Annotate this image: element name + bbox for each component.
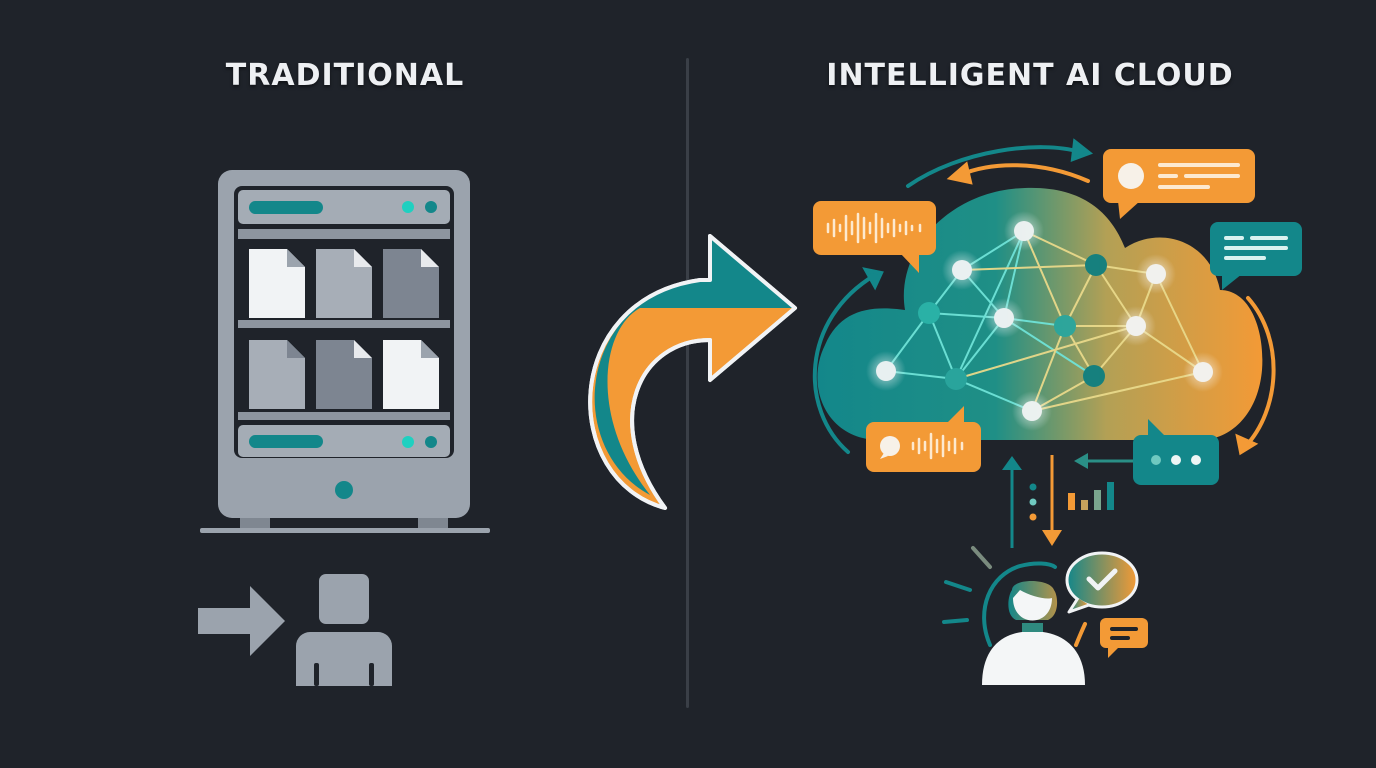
bar-chart-icon: [1068, 482, 1114, 510]
user-icon: [942, 546, 1087, 685]
curved-arrow-icon: [588, 234, 797, 510]
arrow-right-icon: [198, 586, 285, 656]
divider: [686, 58, 689, 708]
audio-message-icon: [813, 201, 936, 273]
data-flow-arrows-icon: [1002, 453, 1133, 548]
traditional-heading: TRADITIONAL: [225, 58, 465, 93]
chat-bubble-icon: [1103, 149, 1255, 219]
ai-cloud-heading: INTELLIGENT AI CLOUD: [826, 58, 1234, 93]
sync-arrows-icon: [812, 138, 1276, 456]
neural-network-icon: [866, 211, 1223, 431]
reply-bubble-icon: [1100, 618, 1148, 658]
check-bubble-icon: [1065, 551, 1139, 614]
document-icon: [249, 249, 439, 409]
typing-bubble-icon: [1133, 419, 1219, 485]
text-bubble-icon: [1210, 222, 1302, 290]
user-icon: [296, 574, 392, 686]
voice-message-icon: [866, 406, 981, 472]
